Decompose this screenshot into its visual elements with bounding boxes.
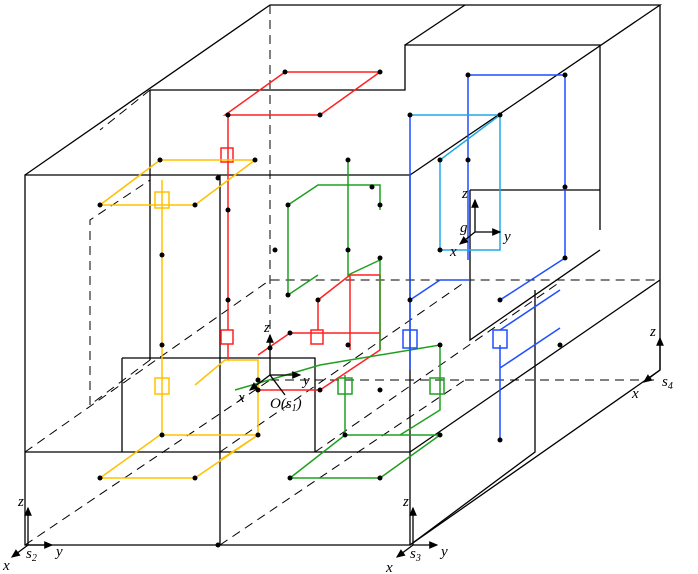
s3-x-label: x xyxy=(385,560,393,574)
s4-x-label: x xyxy=(631,386,639,402)
s4-z-label: z xyxy=(649,324,656,340)
origin-z-label: z xyxy=(263,320,270,336)
s3-y-label: y xyxy=(439,544,448,560)
g-x-label: x xyxy=(449,244,457,260)
s2-z-label: z xyxy=(17,494,24,510)
frame-s3: z y x s3 xyxy=(385,494,448,574)
origin-label: O(s1) xyxy=(270,396,302,414)
g-label: g xyxy=(460,220,468,236)
blue-subsystem xyxy=(402,74,566,440)
s2-x-label: x xyxy=(2,558,10,574)
s2-label: s2 xyxy=(26,546,37,564)
origin-x-label: x xyxy=(237,390,245,406)
frame-g: z y x g xyxy=(449,186,511,260)
frame-s4: z x s4 xyxy=(631,324,673,402)
g-y-label: y xyxy=(502,229,511,245)
joint-dots xyxy=(97,69,568,548)
green-subsystem xyxy=(234,160,445,479)
yellow-subsystem xyxy=(97,159,261,479)
g-z-label: z xyxy=(461,186,468,202)
lightblue-subsystem xyxy=(410,113,501,251)
origin-frame-s1: z y x O(s1) xyxy=(237,320,310,414)
red-subsystem xyxy=(220,71,383,391)
frame-s2: z y x s2 xyxy=(2,494,63,574)
origin-y-label: y xyxy=(301,373,310,389)
s3-label: s3 xyxy=(410,546,421,564)
s4-label: s4 xyxy=(662,374,673,392)
s2-y-label: y xyxy=(54,544,63,560)
s3-z-label: z xyxy=(402,494,409,510)
